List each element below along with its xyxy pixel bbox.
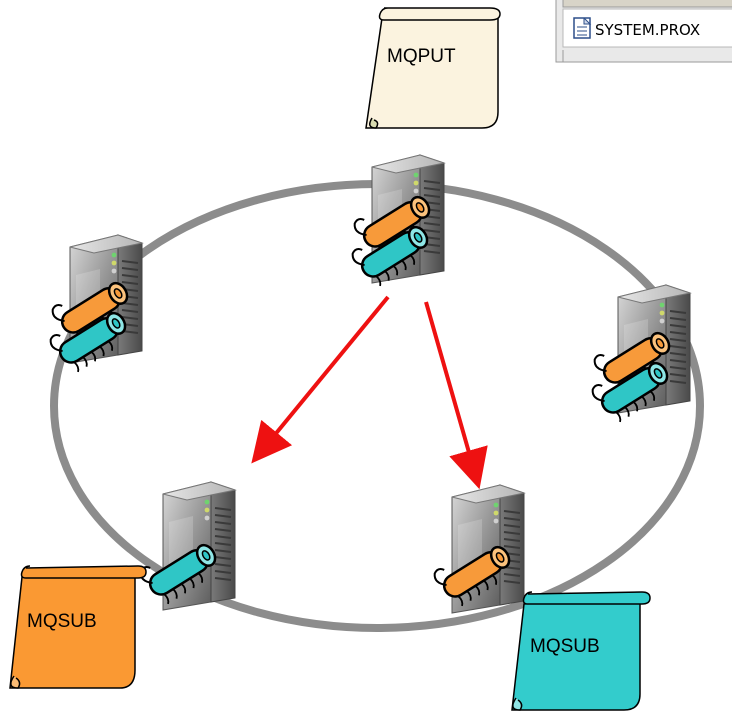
mqsub-left-label: MQSUB xyxy=(27,611,97,632)
panel-row-text: SYSTEM.PROX xyxy=(595,21,700,39)
mqput-label: MQPUT xyxy=(387,46,456,67)
publish-arrow-right xyxy=(424,301,488,490)
mqsub-scroll-orange: MQSUB xyxy=(9,565,147,689)
publish-arrow-left xyxy=(251,295,390,464)
document-icon xyxy=(573,17,592,39)
mqsub-right-label: MQSUB xyxy=(530,636,600,657)
mqput-scroll: MQPUT xyxy=(365,7,501,129)
subscription-panel: SYSTEM.PROX xyxy=(555,0,732,63)
mqsub-scroll-teal: MQSUB xyxy=(511,591,651,711)
